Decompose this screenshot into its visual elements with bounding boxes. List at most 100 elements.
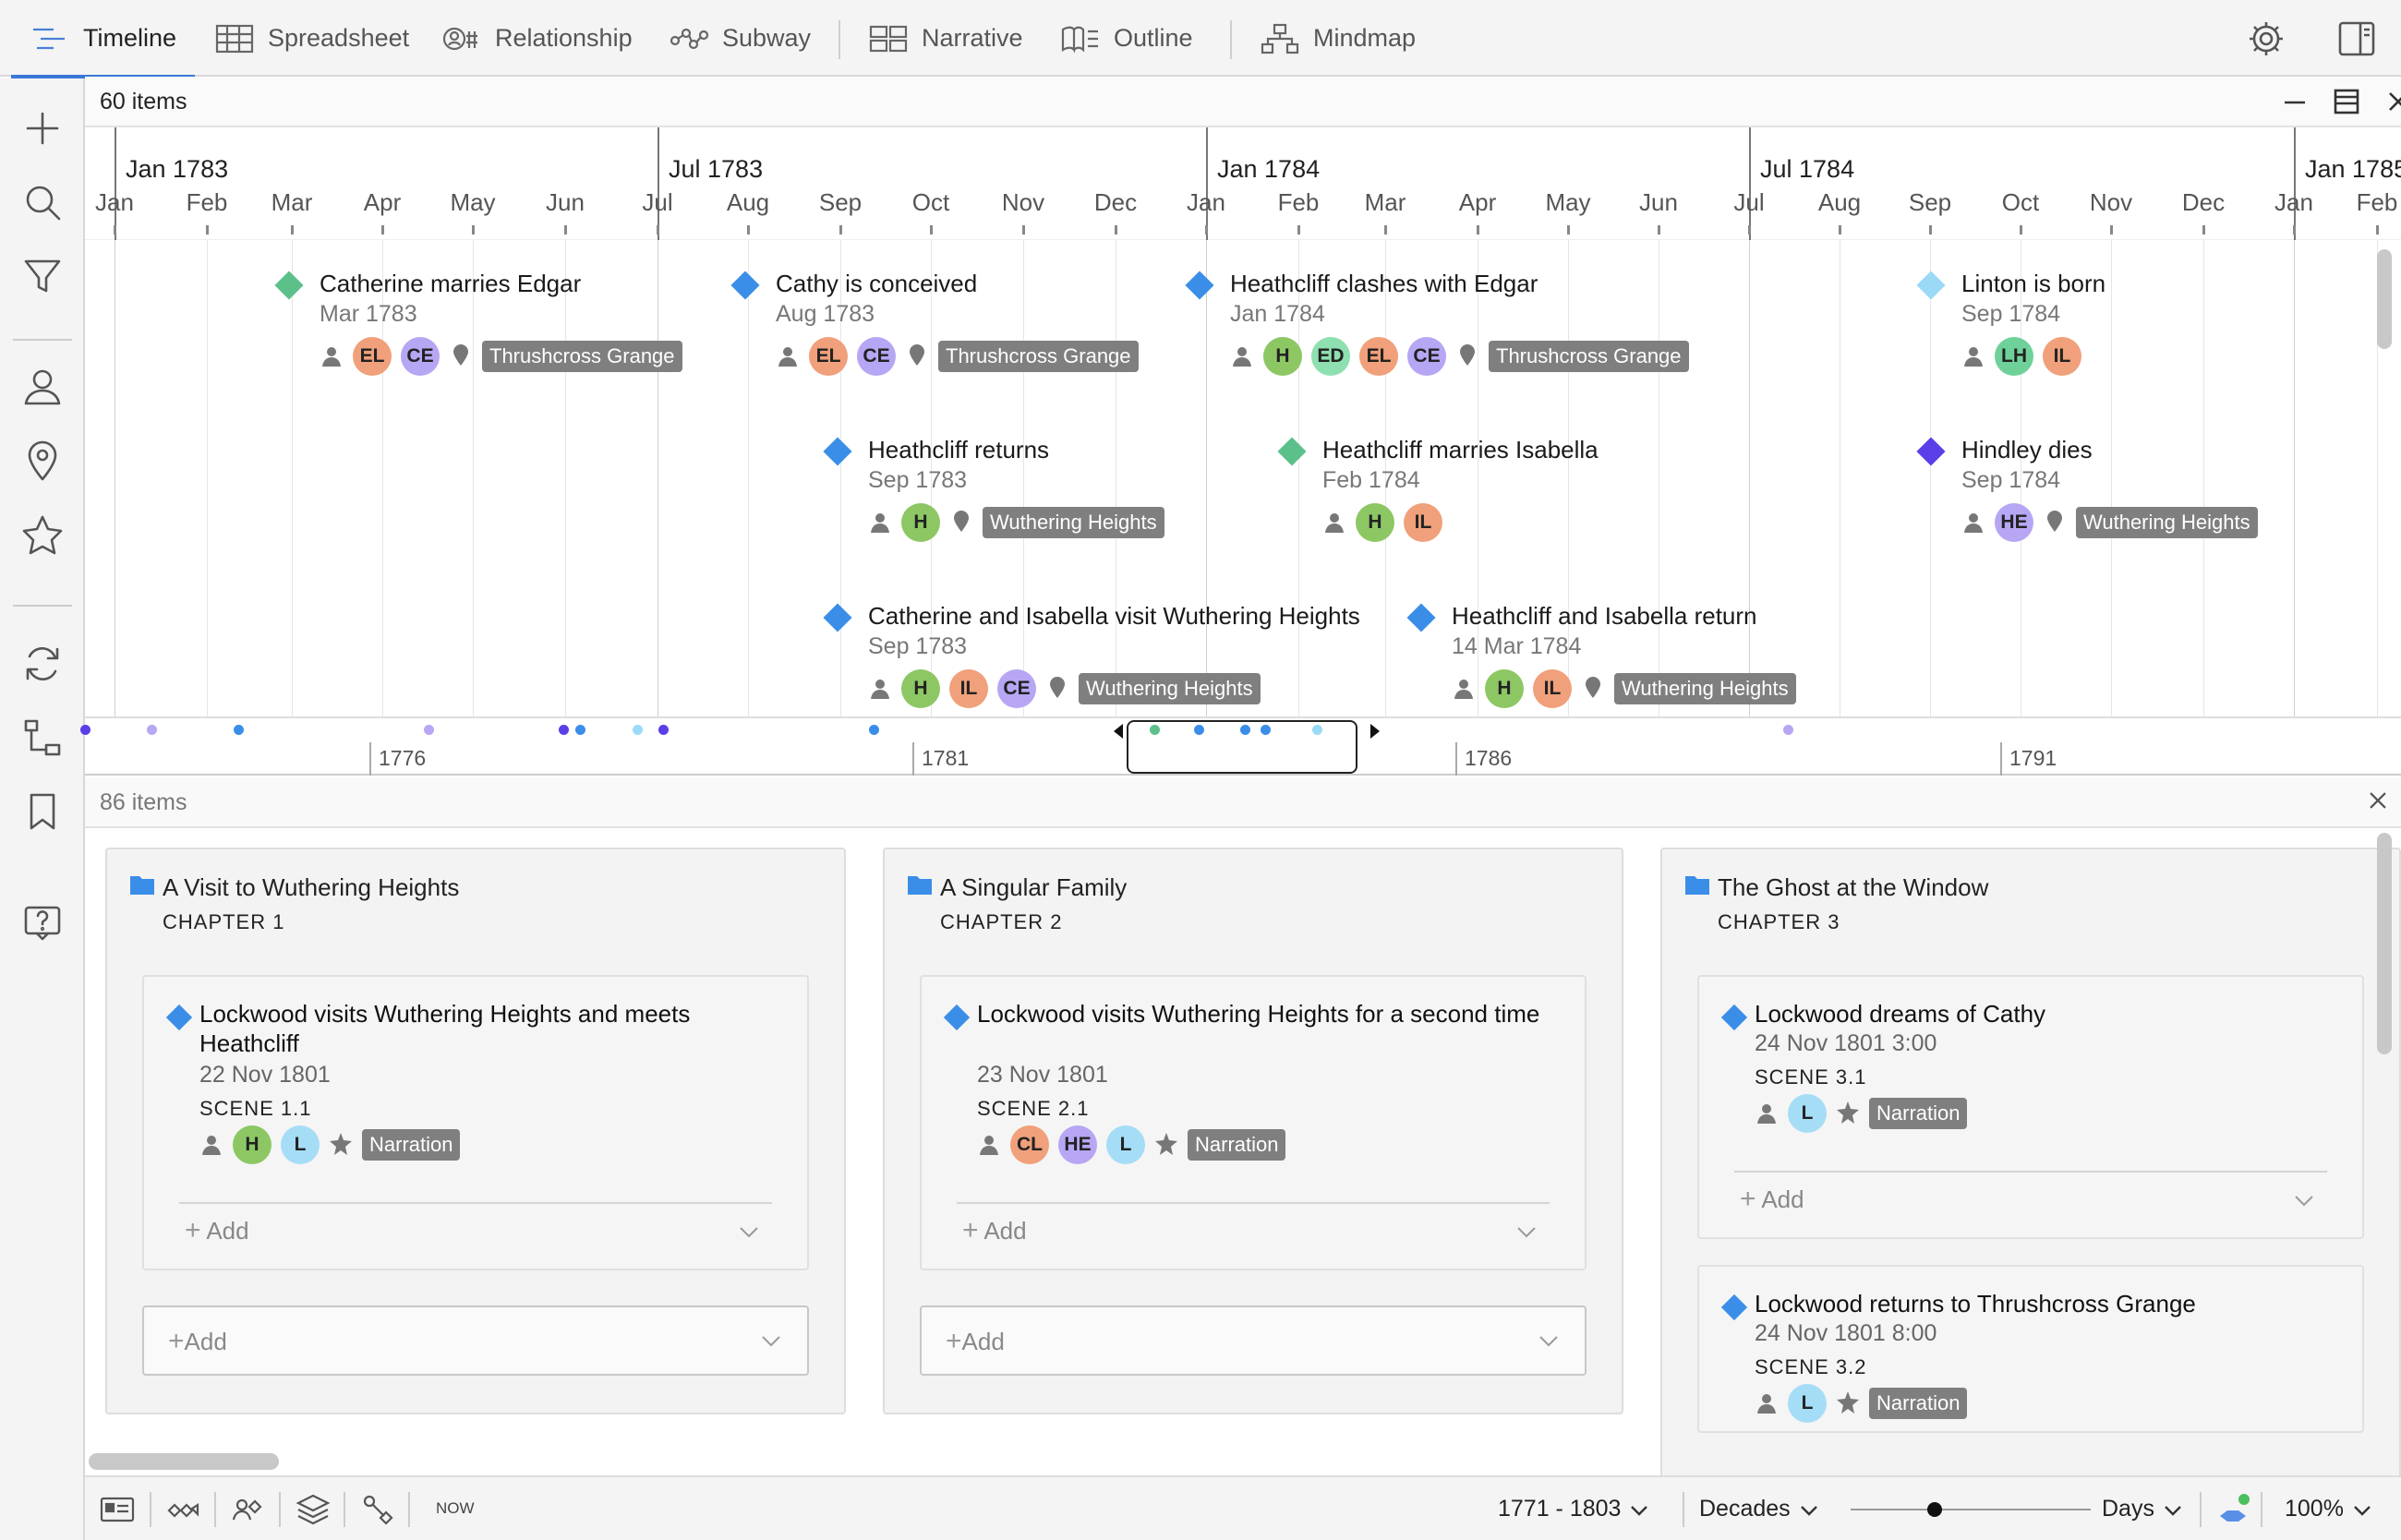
location-tag[interactable]: Wuthering Heights xyxy=(1614,673,1796,704)
avatar[interactable]: CE xyxy=(401,337,440,376)
minimize-icon[interactable] xyxy=(2279,86,2311,117)
tab-outline[interactable]: Outline xyxy=(1060,0,1193,77)
tag-label[interactable]: Narration xyxy=(1188,1129,1286,1161)
arcs-icon[interactable] xyxy=(164,1490,203,1529)
zoom-unit-select[interactable]: Days xyxy=(2102,1496,2182,1522)
sync-icon[interactable] xyxy=(20,642,65,686)
chevron-down-icon[interactable] xyxy=(1516,1226,1537,1239)
add-scene-button[interactable]: + Add xyxy=(185,1215,249,1246)
star-icon[interactable] xyxy=(20,512,65,557)
avatar[interactable]: HE xyxy=(1995,503,2033,542)
location-tag[interactable]: Wuthering Heights xyxy=(983,507,1164,538)
sync-lock-icon[interactable] xyxy=(2214,1492,2251,1529)
scene-card[interactable]: Lockwood visits Wuthering Heights and me… xyxy=(142,975,809,1270)
avatar[interactable]: H xyxy=(233,1125,271,1164)
avatar[interactable]: L xyxy=(281,1125,320,1164)
add-scene-box[interactable]: +Add xyxy=(920,1305,1587,1376)
tab-timeline[interactable]: Timeline xyxy=(10,0,196,78)
layers-icon[interactable] xyxy=(294,1490,332,1529)
zoom-slider-track[interactable] xyxy=(1851,1509,2091,1510)
avatar[interactable]: L xyxy=(1788,1094,1827,1133)
status-divider xyxy=(214,1492,216,1527)
location-pin-icon[interactable] xyxy=(20,439,65,483)
scale-select[interactable]: Decades xyxy=(1699,1496,1818,1522)
avatar[interactable]: EL xyxy=(809,337,848,376)
person-icon[interactable] xyxy=(20,365,65,409)
month-label: Aug xyxy=(1817,188,1862,216)
avatar[interactable]: CE xyxy=(997,669,1036,708)
plus-icon: + xyxy=(962,1215,979,1245)
avatar[interactable]: H xyxy=(1356,503,1394,542)
date-range-select[interactable]: 1771 - 1803 xyxy=(1498,1496,1648,1522)
location-tag[interactable]: Wuthering Heights xyxy=(2076,507,2258,538)
avatar[interactable]: H xyxy=(901,503,940,542)
avatar[interactable]: L xyxy=(1788,1384,1827,1423)
avatar[interactable]: CL xyxy=(1010,1125,1049,1164)
location-tag[interactable]: Thrushcross Grange xyxy=(482,341,682,372)
avatar[interactable]: EL xyxy=(353,337,392,376)
avatar[interactable]: IL xyxy=(1404,503,1442,542)
location-tag[interactable]: Thrushcross Grange xyxy=(1489,341,1689,372)
tag-label[interactable]: Narration xyxy=(1869,1388,1968,1419)
vertical-scrollbar[interactable] xyxy=(2377,833,2392,1054)
close-icon[interactable] xyxy=(2383,86,2401,117)
now-button[interactable]: NOW xyxy=(436,1499,475,1517)
help-icon[interactable] xyxy=(20,900,65,944)
zoom-slider-handle[interactable] xyxy=(1927,1502,1942,1517)
tag-label[interactable]: Narration xyxy=(1869,1098,1968,1129)
avatar[interactable]: EL xyxy=(1359,337,1398,376)
avatar[interactable]: LH xyxy=(1995,337,2033,376)
tab-relationship[interactable]: Relationship xyxy=(441,0,633,77)
avatar[interactable]: IL xyxy=(1533,669,1572,708)
card-view-icon[interactable] xyxy=(98,1490,137,1529)
add-icon[interactable] xyxy=(20,106,65,150)
add-scene-button[interactable]: + Add xyxy=(962,1215,1027,1246)
hierarchy-icon[interactable] xyxy=(20,716,65,760)
search-icon[interactable] xyxy=(20,180,65,224)
avatar[interactable]: H xyxy=(1263,337,1302,376)
avatar[interactable]: CE xyxy=(857,337,896,376)
avatar[interactable]: CE xyxy=(1407,337,1446,376)
link-icon[interactable] xyxy=(358,1490,397,1529)
avatar[interactable]: H xyxy=(901,669,940,708)
people-filter-icon[interactable] xyxy=(229,1490,268,1529)
tab-spreadsheet[interactable]: Spreadsheet xyxy=(214,0,409,77)
tag-label[interactable]: Narration xyxy=(362,1129,461,1161)
tab-mindmap[interactable]: Mindmap xyxy=(1260,0,1416,77)
overview-viewport[interactable] xyxy=(1127,720,1357,774)
tab-narrative[interactable]: Narrative xyxy=(868,0,1023,77)
location-tag[interactable]: Thrushcross Grange xyxy=(938,341,1139,372)
maximize-icon[interactable] xyxy=(2331,86,2362,117)
scene-card[interactable]: Lockwood visits Wuthering Heights for a … xyxy=(920,975,1587,1270)
add-scene-box[interactable]: +Add xyxy=(142,1305,809,1376)
filter-icon[interactable] xyxy=(20,254,65,298)
bookmark-icon[interactable] xyxy=(20,789,65,834)
panel-toggle-icon[interactable] xyxy=(2336,18,2377,59)
avatar[interactable]: IL xyxy=(2043,337,2081,376)
overview-scroll-right-icon[interactable] xyxy=(1365,722,1383,740)
timeline-scrollbar[interactable] xyxy=(2377,249,2392,349)
avatar[interactable]: L xyxy=(1106,1125,1145,1164)
close-icon[interactable] xyxy=(2364,787,2392,814)
add-scene-button[interactable]: + Add xyxy=(1740,1184,1804,1215)
zoom-percent-select[interactable]: 100% xyxy=(2285,1496,2371,1522)
avatar[interactable]: ED xyxy=(1311,337,1350,376)
location-tag[interactable]: Wuthering Heights xyxy=(1079,673,1261,704)
tab-subway[interactable]: Subway xyxy=(669,0,811,77)
avatar[interactable]: H xyxy=(1485,669,1524,708)
avatar[interactable]: IL xyxy=(949,669,988,708)
settings-gear-icon[interactable] xyxy=(2246,18,2286,59)
chevron-down-icon[interactable] xyxy=(2294,1195,2314,1208)
avatar[interactable]: HE xyxy=(1058,1125,1097,1164)
chevron-down-icon[interactable] xyxy=(739,1226,759,1239)
horizontal-scrollbar[interactable] xyxy=(89,1453,279,1470)
overview-scroll-left-icon[interactable] xyxy=(1110,722,1128,740)
